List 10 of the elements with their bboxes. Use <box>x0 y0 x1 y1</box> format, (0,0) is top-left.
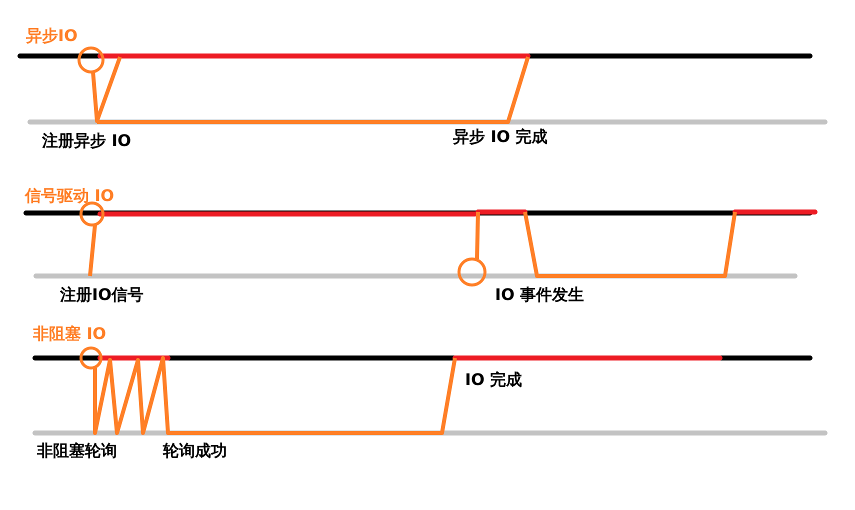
event-label: IO 完成 <box>465 370 522 390</box>
event-label: IO 事件发生 <box>495 285 584 305</box>
panel-title: 信号驱动 IO <box>25 186 114 206</box>
panel-title: 异步IO <box>26 26 78 46</box>
event-label: 注册异步 IO <box>42 131 132 151</box>
event-label: 异步 IO 完成 <box>453 127 548 147</box>
event-label: 注册IO信号 <box>60 285 144 305</box>
event-label: 非阻塞轮询 <box>37 441 117 461</box>
panel-title: 非阻塞 IO <box>33 324 106 344</box>
event-label: 轮询成功 <box>163 441 227 461</box>
